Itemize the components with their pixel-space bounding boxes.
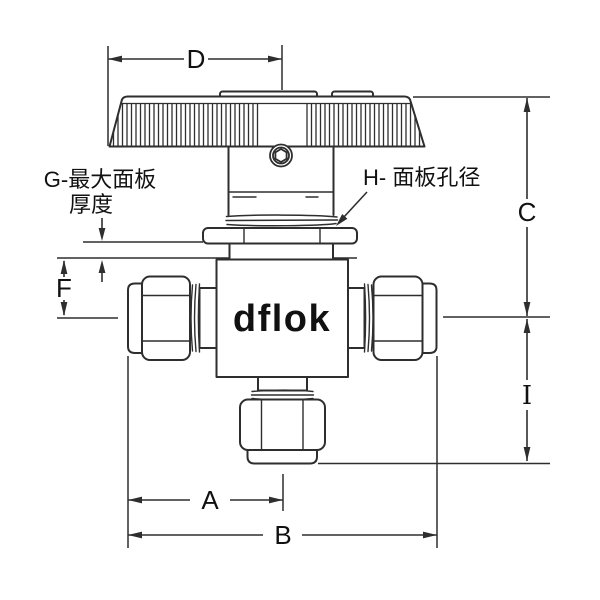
arrow-a-left <box>128 496 142 504</box>
left-fitting-cap <box>127 282 143 354</box>
arrow-c-top <box>523 98 531 112</box>
dim-label-i: I <box>522 381 532 411</box>
right-port-stub <box>346 287 366 349</box>
dim-label-c: C <box>518 197 537 227</box>
handle-knurling <box>109 102 425 147</box>
bonnet-neck <box>228 242 334 261</box>
panel-nut <box>202 227 358 245</box>
valve-stem <box>227 146 335 216</box>
dim-label-f: F <box>56 273 72 303</box>
annotation-h-label: H- 面板孔径 <box>363 165 480 190</box>
annotation-g-line1: G-最大面板 <box>44 167 156 192</box>
extension-lines <box>57 45 550 548</box>
labels: D C I A B F G-最大面板 厚度 H- 面板孔径 dflok <box>44 44 537 550</box>
valve-assembly <box>108 90 438 465</box>
arrow-h-head <box>336 214 348 226</box>
dim-label-b: B <box>274 520 291 550</box>
annotation-H-leader <box>342 191 368 219</box>
arrow-g-up <box>98 260 106 273</box>
bottom-fitting-nut <box>239 398 326 451</box>
dim-label-a: A <box>201 485 219 515</box>
arrow-g-down <box>98 228 106 241</box>
left-port-stub <box>198 287 218 349</box>
hex-socket-screw <box>269 143 293 168</box>
dimension-lines <box>57 45 550 548</box>
arrow-d-left <box>108 55 122 63</box>
right-fitting-nut <box>372 275 424 361</box>
arrow-a-right <box>269 496 283 504</box>
arrow-f-top <box>60 260 68 274</box>
left-fitting-nut <box>141 275 191 361</box>
right-fitting-cap <box>421 282 438 354</box>
valve-body <box>215 258 349 378</box>
arrow-i-bottom <box>523 447 531 461</box>
arrow-b-right <box>423 531 437 539</box>
arrow-d-right <box>268 55 282 63</box>
valve-handle <box>108 95 426 148</box>
arrowheads <box>60 55 531 539</box>
annotation-g-line2: 厚度 <box>69 192 113 217</box>
right-fitting <box>346 275 438 361</box>
bottom-fitting-cap <box>246 449 318 465</box>
bottom-fitting <box>239 376 326 465</box>
left-fitting <box>127 275 218 361</box>
bottom-port-stub <box>257 376 308 392</box>
dim-label-d: D <box>187 44 206 74</box>
arrow-f-bottom <box>60 302 68 316</box>
stem-threads <box>225 214 339 227</box>
arrow-b-left <box>128 531 142 539</box>
arrow-i-top <box>523 319 531 333</box>
brand-label: dflok <box>233 298 331 340</box>
arrow-c-bottom <box>523 302 531 316</box>
